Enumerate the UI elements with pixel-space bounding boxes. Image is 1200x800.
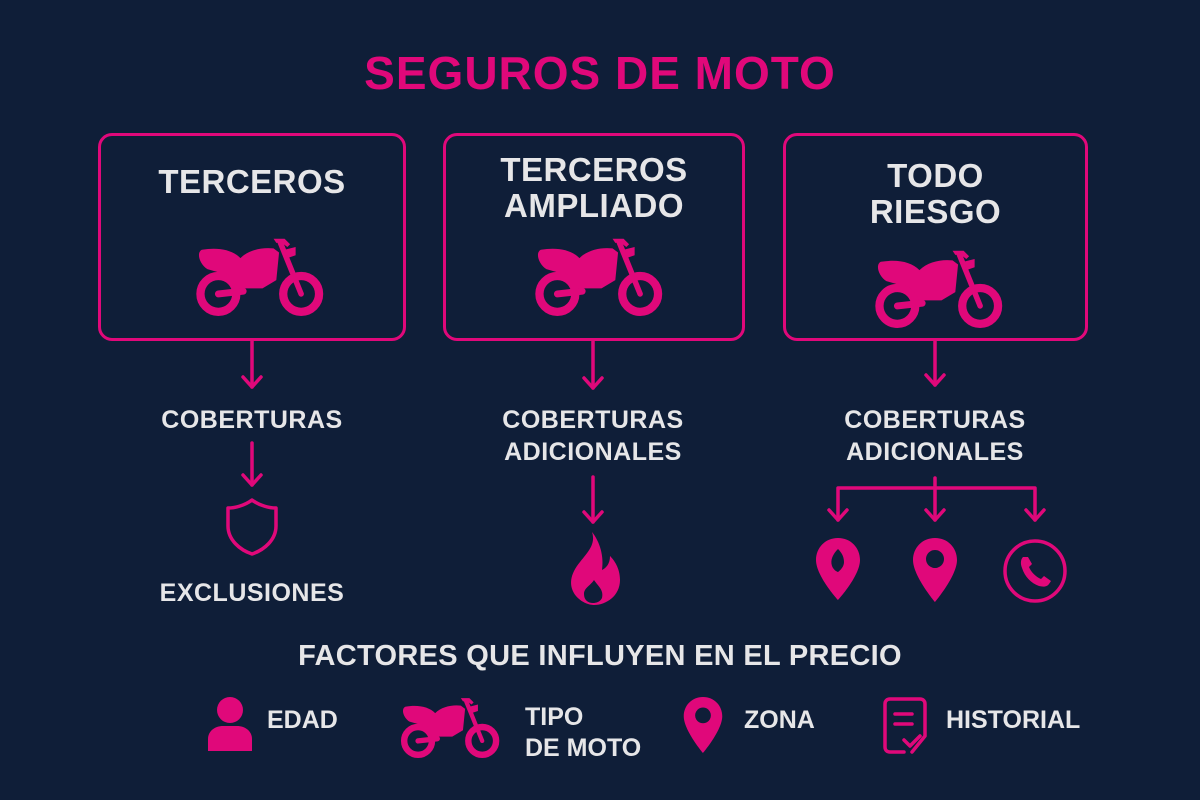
factor-edad: EDAD	[205, 695, 365, 755]
flame-icon	[571, 532, 620, 605]
shield-icon	[226, 498, 278, 556]
phone-circle-icon	[1003, 539, 1067, 603]
factors-title: FACTORES QUE INFLUYEN EN EL PRECIO	[298, 640, 902, 672]
factor-label: ZONA	[744, 706, 815, 734]
plan-title: TERCEROS	[158, 163, 346, 200]
additional-coverage-label: COBERTURAS ADICIONALES	[844, 406, 1026, 466]
document-check-icon	[883, 697, 927, 754]
coverage-label: COBERTURAS	[161, 406, 343, 434]
map-pin-icon	[913, 538, 957, 602]
person-icon	[208, 697, 252, 751]
map-pin-icon	[683, 697, 723, 753]
factor-historial: HISTORIAL	[882, 692, 1122, 762]
additional-coverage-label: COBERTURAS ADICIONALES	[502, 406, 684, 466]
exclusions-label: EXCLUSIONES	[159, 579, 345, 607]
plan-title: TODO RIESGO	[869, 157, 1002, 230]
plan-title: TERCEROS AMPLIADO	[500, 151, 688, 224]
map-pin-drop-icon	[816, 538, 860, 600]
motorcycle-icon	[395, 696, 501, 758]
factor-label: EDAD	[267, 706, 338, 734]
factor-label: TIPO DE MOTO	[525, 703, 642, 762]
plan-card-terceros-ampliado: TERCEROS AMPLIADO	[443, 133, 745, 341]
factor-zona: ZONA	[682, 692, 842, 762]
page-title: SEGUROS DE MOTO	[364, 47, 836, 99]
factor-tipo-de-moto: TIPO DE MOTO	[395, 692, 675, 772]
factor-label: HISTORIAL	[946, 706, 1081, 734]
